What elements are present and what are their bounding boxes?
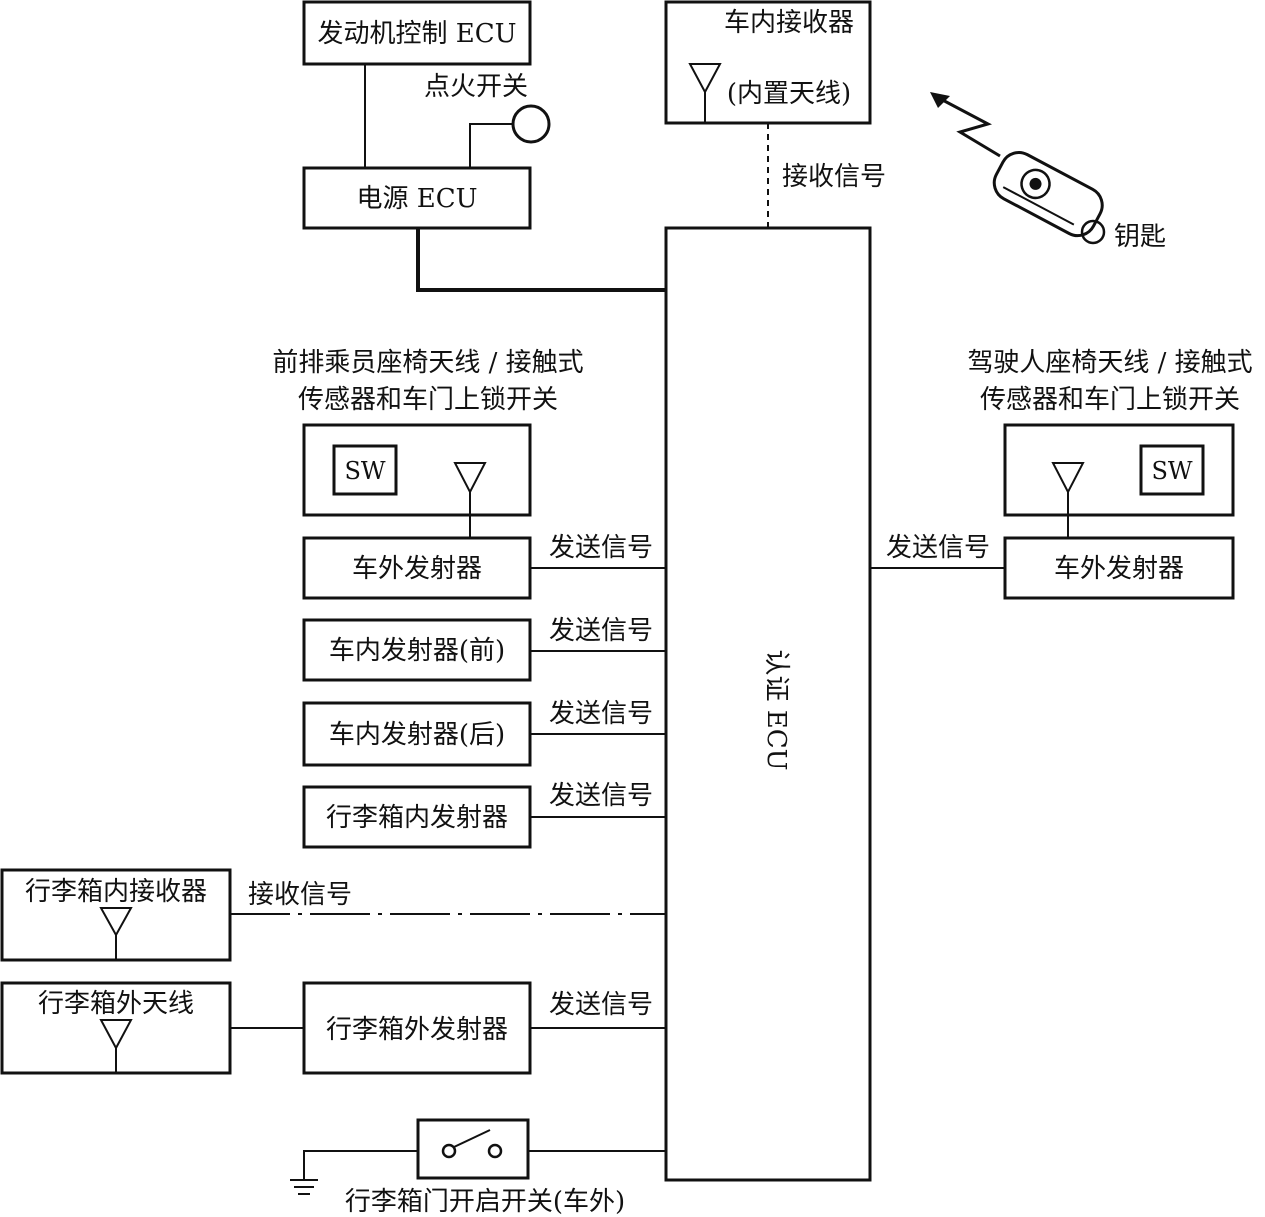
auth-ecu-box (664, 226, 872, 1182)
receive-signal-trunk-label: 接收信号 (248, 880, 352, 910)
send-signal-4: 发送信号 (549, 781, 653, 811)
built-in-antenna-label: (内置天线) (727, 79, 851, 109)
power-ecu-box (302, 166, 532, 230)
trunk-outer-antenna-label: 行李箱外天线 (38, 989, 194, 1019)
front-passenger-title-line1: 前排乘员座椅天线 / 接触式 (272, 348, 583, 378)
send-signal-right: 发送信号 (886, 533, 990, 563)
outer-tx-left-label: 车外发射器 (352, 554, 482, 584)
trunk-outer-tx-label: 行李箱外发射器 (326, 1015, 508, 1045)
front-passenger-title-line2: 传感器和车门上锁开关 (298, 385, 558, 415)
in-car-antenna-icon (688, 63, 722, 122)
front-passenger-antenna-box (302, 423, 532, 517)
inner-tx-front-label: 车内发射器(前) (329, 636, 505, 666)
driver-antenna-icon (1051, 462, 1085, 538)
sw-right-label: SW (1151, 457, 1192, 485)
send-signal-5: 发送信号 (549, 990, 653, 1020)
sw-left-box (332, 444, 398, 496)
sw-right-box (1139, 444, 1205, 496)
trunk-switch-contact-icon (441, 1129, 503, 1159)
trunk-outer-antenna-icon (99, 1019, 133, 1073)
auth-ecu-label: 认证 ECU (761, 649, 791, 770)
front-passenger-antenna-icon (453, 462, 487, 538)
sw-left-label: SW (344, 457, 385, 485)
in-car-receiver-box (664, 0, 872, 125)
send-signal-2: 发送信号 (549, 616, 653, 646)
in-car-receiver-label: 车内接收器 (724, 8, 854, 38)
inner-tx-rear-label: 车内发射器(后) (329, 720, 505, 750)
ignition-switch-icon (511, 104, 551, 144)
power-ecu-label: 电源 ECU (356, 184, 477, 214)
receive-signal-top-label: 接收信号 (782, 162, 886, 192)
outer-tx-left-box (302, 536, 532, 600)
ignition-switch-label: 点火开关 (424, 72, 528, 102)
engine-ecu-box (302, 0, 532, 66)
driver-antenna-box (1003, 423, 1235, 517)
engine-ecu-label: 发动机控制 ECU (317, 19, 516, 49)
power-to-auth-line (416, 228, 666, 292)
key-label: 钥匙 (1114, 222, 1166, 252)
radio-signal-icon (934, 94, 1001, 158)
trunk-outer-tx-box (302, 981, 532, 1075)
outer-tx-right-label: 车外发射器 (1054, 554, 1184, 584)
ground-icon (290, 1179, 318, 1195)
driver-title-line2: 传感器和车门上锁开关 (980, 385, 1240, 415)
trunk-switch-box (416, 1118, 530, 1180)
send-signal-1: 发送信号 (549, 533, 653, 563)
key-fob-icon (992, 151, 1106, 245)
send-signal-3: 发送信号 (549, 699, 653, 729)
trunk-inner-rx-antenna-icon (99, 907, 133, 960)
outer-tx-right-box (1003, 536, 1235, 600)
trunk-inner-tx-label: 行李箱内发射器 (326, 803, 508, 833)
trunk-switch-label: 行李箱门开启开关(车外) (345, 1187, 625, 1217)
driver-title-line1: 驾驶人座椅天线 / 接触式 (967, 348, 1252, 378)
trunk-inner-rx-label: 行李箱内接收器 (25, 877, 207, 907)
radio-arrow-icon (930, 92, 950, 108)
ignition-line (469, 123, 514, 168)
trunk-switch-ground-line (303, 1150, 418, 1180)
